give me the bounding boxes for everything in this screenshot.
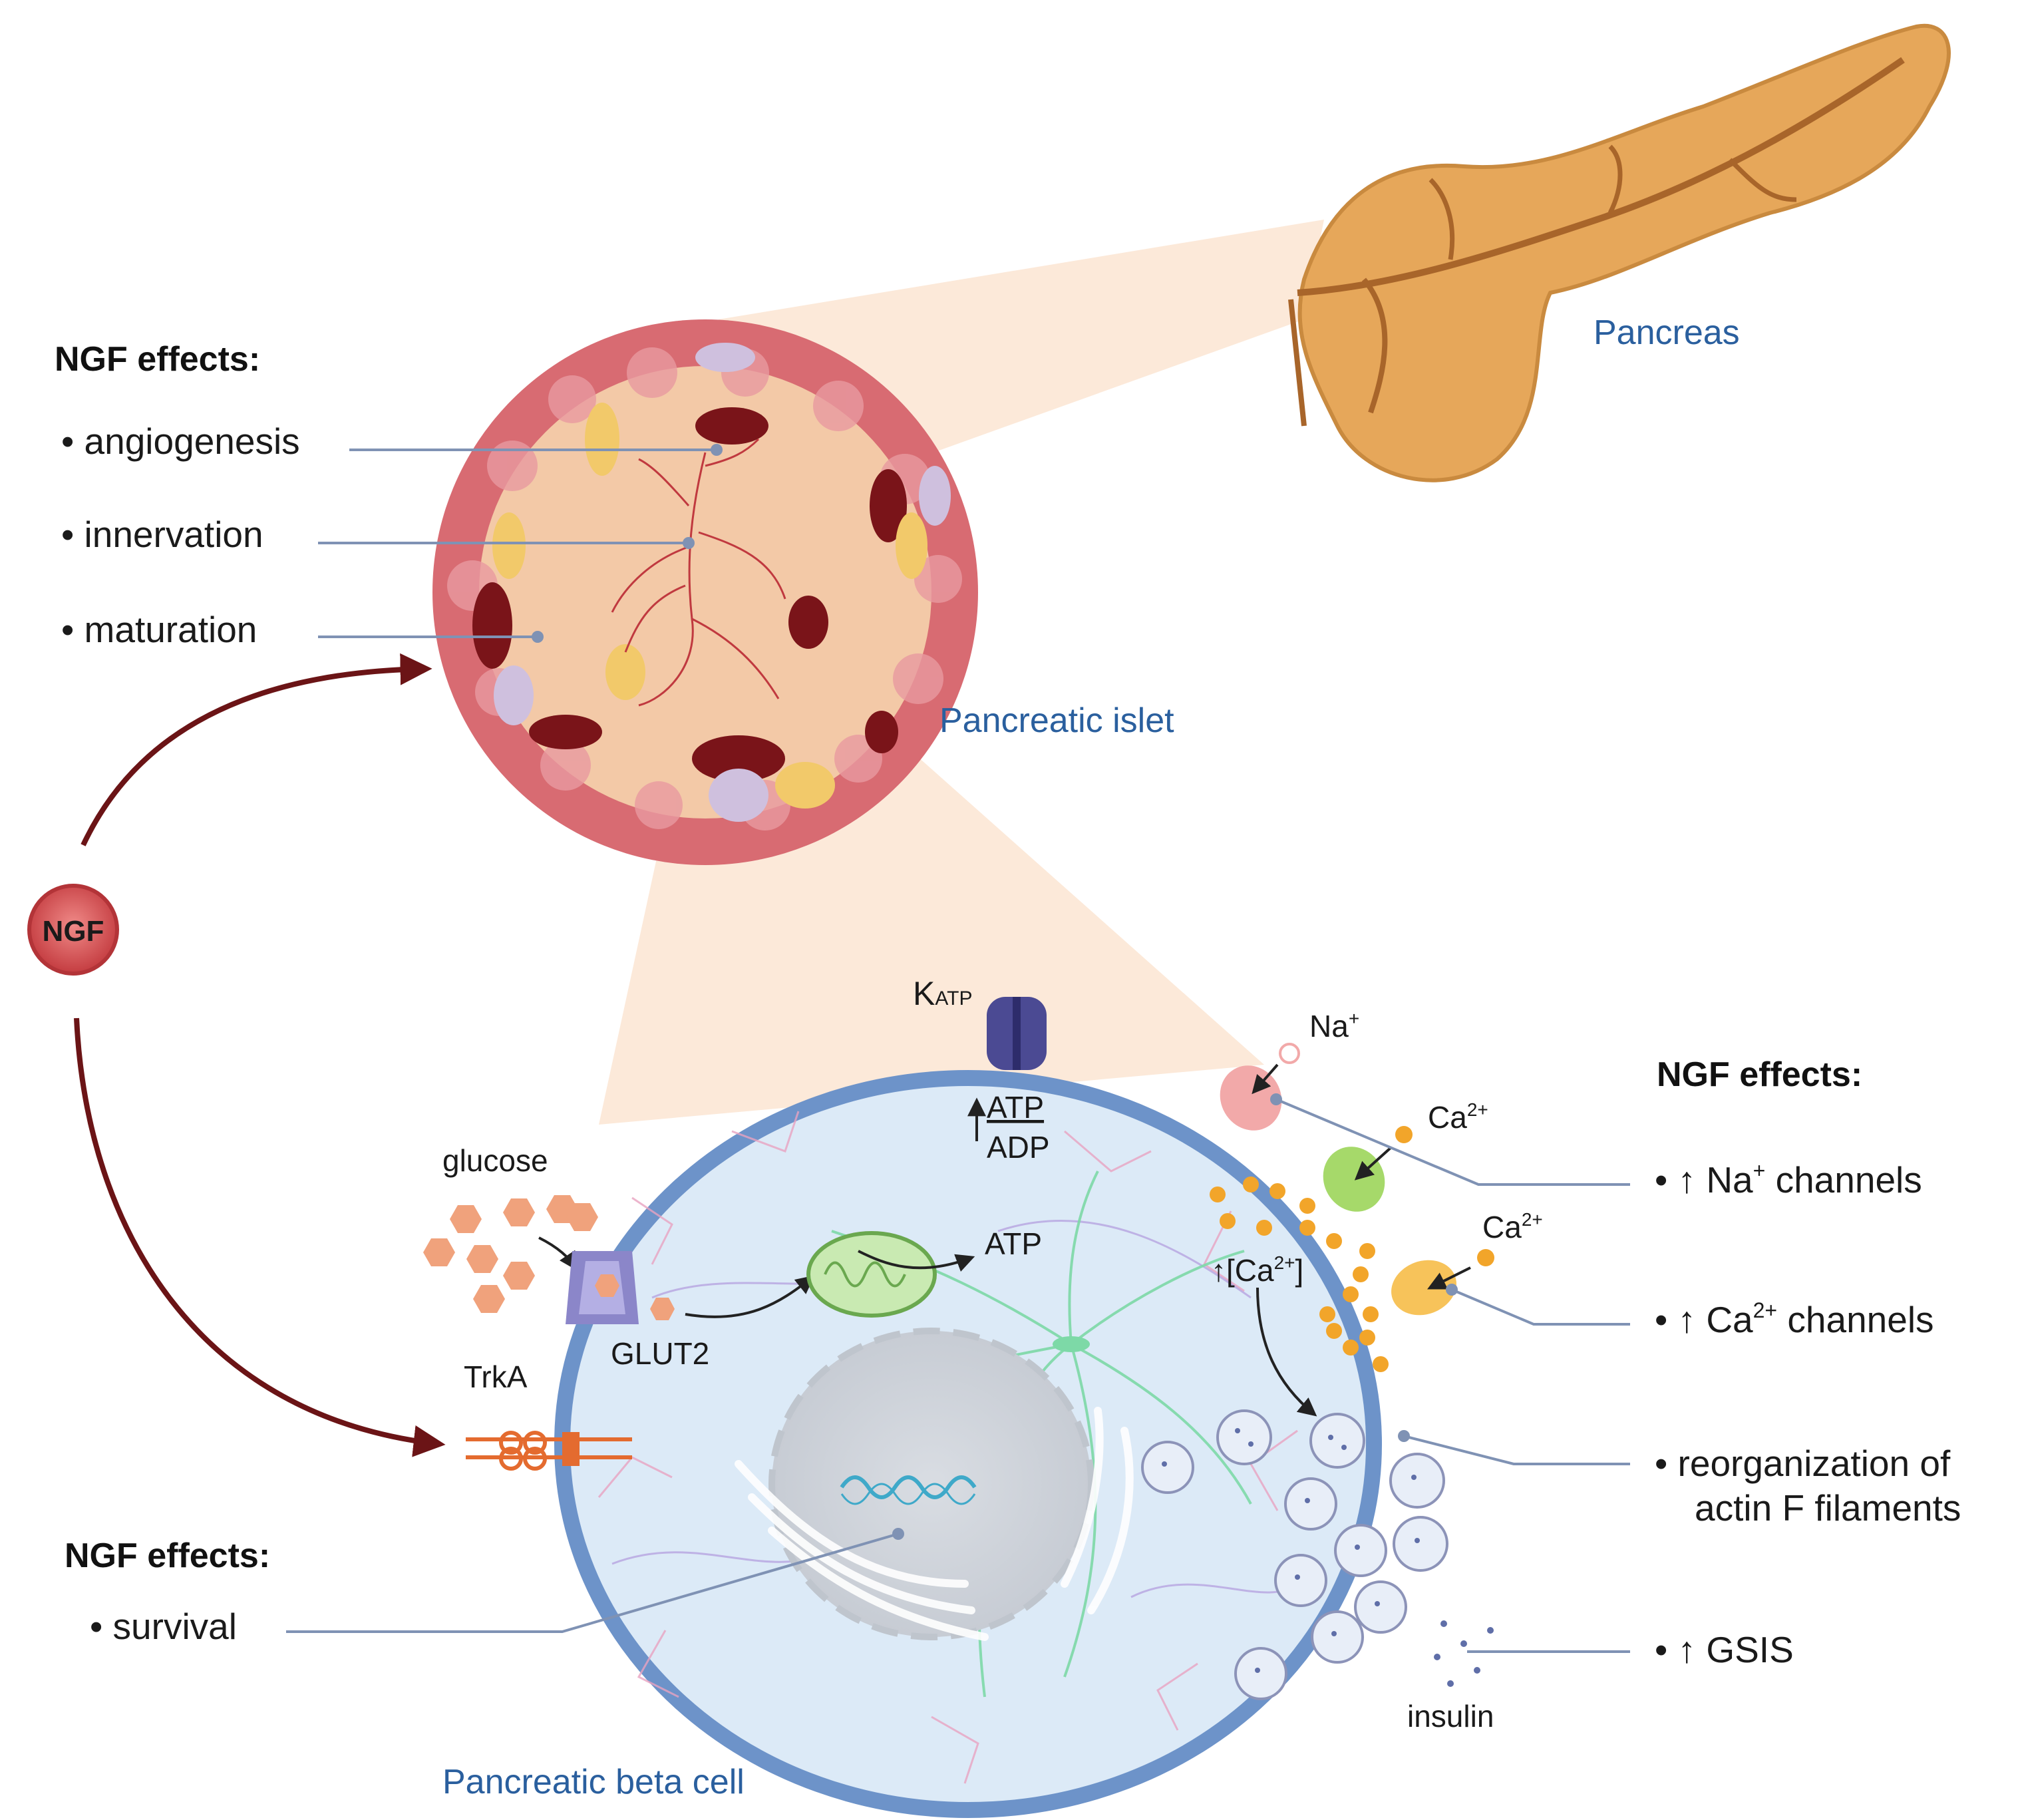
trka-receptor	[466, 1431, 632, 1471]
cell-effect-ca-channels: • ↑ Ca2+ channels	[1655, 1298, 1934, 1340]
na-channel	[1220, 1043, 1300, 1131]
mito-to-atp-arrow	[858, 1250, 975, 1272]
glucose-to-glut2-arrow	[538, 1236, 578, 1271]
ca-channel-2	[1391, 1249, 1494, 1316]
calcium-ions-cluster	[1210, 1177, 1389, 1372]
beta-cell-illustration	[554, 1070, 1382, 1818]
insulin-vesicles	[1141, 1409, 1448, 1700]
cell-effect-reorganization-cont: actin F filaments	[1695, 1487, 1961, 1529]
ngf-label: NGF	[43, 915, 104, 948]
cell-leader-lines	[1270, 1093, 1630, 1653]
islet-illustration	[432, 319, 978, 865]
ca-ion-label-2: Ca2+	[1482, 1209, 1543, 1244]
ca-concentration-label: ↑[Ca2+]	[1211, 1252, 1303, 1288]
na-ion-label: Na+	[1309, 1008, 1359, 1043]
ngf-to-islet-arrow	[81, 653, 432, 846]
insulin-granules	[1162, 1428, 1494, 1687]
survival-effect-item: • survival	[90, 1606, 237, 1647]
islet-effect-angiogenesis: • angiogenesis	[61, 421, 300, 462]
ca-channel-1	[1323, 1126, 1413, 1212]
glucose-label: glucose	[442, 1143, 548, 1178]
pancreas-illustration	[1288, 23, 1951, 482]
beta-cell-label: Pancreatic beta cell	[442, 1763, 745, 1801]
glut2-transporter	[566, 1251, 675, 1324]
mitochondrion	[806, 1231, 937, 1318]
glucose-molecules	[423, 1195, 598, 1313]
glut2-to-mito-arrow	[685, 1275, 815, 1318]
cell-effects-heading: NGF effects:	[1657, 1055, 1862, 1094]
islet-effects-heading: NGF effects:	[55, 340, 260, 379]
ca-to-vesicle-arrow	[1256, 1287, 1317, 1417]
trka-label: TrkA	[464, 1360, 528, 1394]
survival-effects-heading: NGF effects:	[65, 1537, 270, 1575]
pancreas-label: Pancreas	[1594, 313, 1740, 352]
glut2-label: GLUT2	[611, 1336, 709, 1371]
islet-leader-lines	[318, 444, 723, 643]
katp-label: KATP	[913, 975, 972, 1012]
islet-effect-innervation: • innervation	[61, 514, 263, 555]
katp-channel	[987, 997, 1047, 1070]
ngf-circle	[27, 884, 119, 976]
adp-denominator: ADP	[987, 1130, 1050, 1165]
atp-mito-label: ATP	[985, 1226, 1042, 1261]
cell-effect-reorganization: • reorganization of	[1655, 1443, 1951, 1484]
cell-effect-na-channels: • ↑ Na+ channels	[1655, 1159, 1922, 1200]
ngf-to-trka-arrow	[74, 1017, 446, 1457]
ca-ion-label-1: Ca2+	[1428, 1099, 1488, 1135]
islet-label: Pancreatic islet	[939, 701, 1174, 740]
islet-effect-maturation: • maturation	[61, 609, 257, 650]
cell-effect-gsis: • ↑ GSIS	[1655, 1629, 1794, 1670]
insulin-label: insulin	[1407, 1699, 1494, 1733]
survival-leader-line	[286, 1528, 904, 1633]
atp-numerator: ATP	[987, 1090, 1044, 1125]
